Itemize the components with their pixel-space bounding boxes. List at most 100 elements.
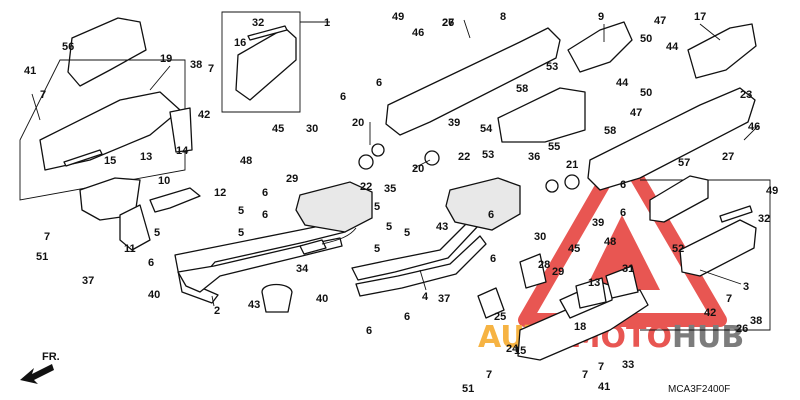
part-9-end-cap (567, 21, 633, 73)
callout-22: 22 (458, 151, 470, 163)
part-25-bracket (477, 287, 505, 319)
part-2-front-pipes-lower (177, 237, 343, 293)
callout-46: 46 (748, 121, 760, 133)
callout-33: 33 (622, 359, 634, 371)
leader-lines (31, 19, 759, 307)
part-15-strip (63, 149, 103, 167)
callout-27: 27 (442, 17, 454, 29)
part-catalyzer-right (445, 177, 521, 231)
callout-6: 6 (404, 311, 410, 323)
part-4-center-pipes-lower (355, 235, 487, 297)
callout-6: 6 (148, 257, 154, 269)
callout-41: 41 (24, 65, 36, 77)
callout-6: 6 (490, 253, 496, 265)
callout-43: 43 (248, 299, 260, 311)
callout-44: 44 (616, 77, 629, 89)
callout-25: 25 (494, 311, 506, 323)
callout-5: 5 (238, 205, 244, 217)
callout-11: 11 (124, 243, 136, 255)
callout-7: 7 (208, 63, 214, 75)
callout-53: 53 (482, 149, 494, 161)
callout-55: 55 (548, 141, 560, 153)
callout-6: 6 (366, 325, 372, 337)
part-17-end-cap (687, 23, 757, 79)
callout-2: 2 (214, 305, 220, 317)
callout-38: 38 (190, 59, 202, 71)
callout-7: 7 (486, 369, 492, 381)
callout-6: 6 (620, 207, 626, 219)
callout-18: 18 (574, 321, 586, 333)
callout-37: 37 (82, 275, 94, 287)
callout-20: 20 (352, 117, 364, 129)
callout-7: 7 (582, 369, 588, 381)
callout-8: 8 (500, 11, 506, 23)
callout-50: 50 (640, 33, 652, 45)
watermark-word-hub: HUB (672, 320, 744, 355)
callout-49: 49 (392, 11, 404, 23)
callout-29: 29 (286, 173, 298, 185)
callout-44: 44 (666, 41, 679, 53)
leader-line (149, 65, 171, 91)
callout-5: 5 (374, 201, 380, 213)
part-11-bracket (119, 204, 151, 251)
callout-24: 24 (506, 343, 519, 355)
callout-27: 27 (722, 151, 734, 163)
callout-31: 31 (622, 263, 634, 275)
callout-5: 5 (404, 227, 410, 239)
part-34-wire (321, 227, 357, 245)
leader-line (743, 125, 759, 141)
callout-13: 13 (588, 277, 600, 289)
part-54-guard (497, 87, 586, 143)
callout-36: 36 (528, 151, 540, 163)
callout-5: 5 (238, 227, 244, 239)
part-57-plate (649, 175, 709, 223)
part-21-gasket (564, 174, 580, 190)
part-2-front-pipes (174, 221, 346, 304)
callout-17: 17 (694, 11, 706, 23)
callout-20: 20 (412, 163, 424, 175)
callout-7: 7 (726, 293, 732, 305)
callout-3: 3 (743, 281, 749, 293)
callout-43: 43 (436, 221, 448, 233)
part-20-gasket (371, 143, 385, 157)
diagram-code: MCA3F2400F (668, 384, 730, 395)
part-31-bracket (605, 265, 639, 299)
leader-line (699, 23, 721, 41)
part-52-plate (679, 219, 757, 277)
callout-39: 39 (448, 117, 460, 129)
callout-13: 13 (140, 151, 152, 163)
callout-38: 38 (750, 315, 762, 327)
callout-4: 4 (422, 291, 429, 303)
part-8-muffler (385, 27, 561, 136)
callout-48: 48 (240, 155, 252, 167)
callout-53: 53 (546, 61, 558, 73)
callout-21: 21 (566, 159, 578, 171)
callout-42: 42 (198, 109, 210, 121)
callout-12: 12 (214, 187, 226, 199)
callout-57: 57 (678, 157, 690, 169)
callout-19: 19 (160, 53, 172, 65)
callout-15: 15 (514, 345, 526, 357)
part-13-bracket-right (575, 277, 607, 309)
callout-52: 52 (672, 243, 684, 255)
part-22-gasket-right (424, 150, 440, 166)
callout-6: 6 (376, 77, 382, 89)
callout-40: 40 (316, 293, 328, 305)
part-14-strip (169, 107, 193, 153)
callout-58: 58 (604, 125, 616, 137)
callout-48: 48 (604, 236, 616, 248)
callout-46: 46 (412, 27, 424, 39)
callout-6: 6 (262, 187, 268, 199)
callout-5: 5 (374, 243, 380, 255)
leader-line (211, 295, 215, 307)
callout-41: 41 (598, 381, 610, 393)
callout-10: 10 (158, 175, 170, 187)
part-catalyzer-left (295, 181, 373, 233)
callout-1: 1 (324, 17, 330, 29)
parts (19, 11, 771, 384)
callout-7: 7 (598, 361, 604, 373)
callout-51: 51 (36, 251, 48, 263)
